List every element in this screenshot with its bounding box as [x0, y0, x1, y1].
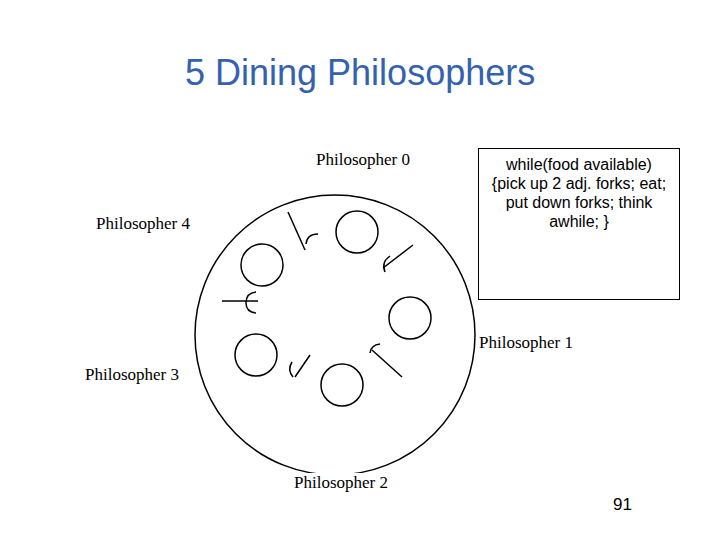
- fork-line: [295, 355, 310, 377]
- fork-tines: [290, 362, 293, 377]
- plate-circle: [235, 334, 277, 376]
- philosopher-label: Philosopher 1: [478, 333, 574, 353]
- fork-line: [383, 245, 413, 268]
- fork-line: [372, 350, 402, 377]
- fork-line: [288, 212, 305, 250]
- plate-circle: [389, 297, 431, 339]
- plate-circle: [336, 211, 378, 253]
- fork-symbols: [222, 212, 413, 377]
- philosopher-label: Philosopher 0: [315, 150, 411, 170]
- pseudocode-text: while(food available) {pick up 2 adj. fo…: [487, 155, 671, 231]
- philosopher-label: Philosopher 4: [95, 214, 191, 234]
- plate-circle: [241, 244, 283, 286]
- slide-number: 91: [613, 495, 632, 515]
- slide-title: 5 Dining Philosophers: [185, 52, 535, 94]
- fork-tines: [246, 292, 256, 313]
- fork-tines: [384, 256, 390, 272]
- fork-tines: [370, 344, 380, 353]
- plate-circle: [321, 364, 363, 406]
- fork-line: [222, 300, 258, 302]
- philosopher-label: Philosopher 3: [84, 365, 180, 385]
- code-box: while(food available) {pick up 2 adj. fo…: [478, 148, 680, 300]
- fork-tines: [306, 234, 318, 244]
- table-circle: [195, 195, 475, 475]
- philosopher-label: Philosopher 2: [293, 473, 389, 493]
